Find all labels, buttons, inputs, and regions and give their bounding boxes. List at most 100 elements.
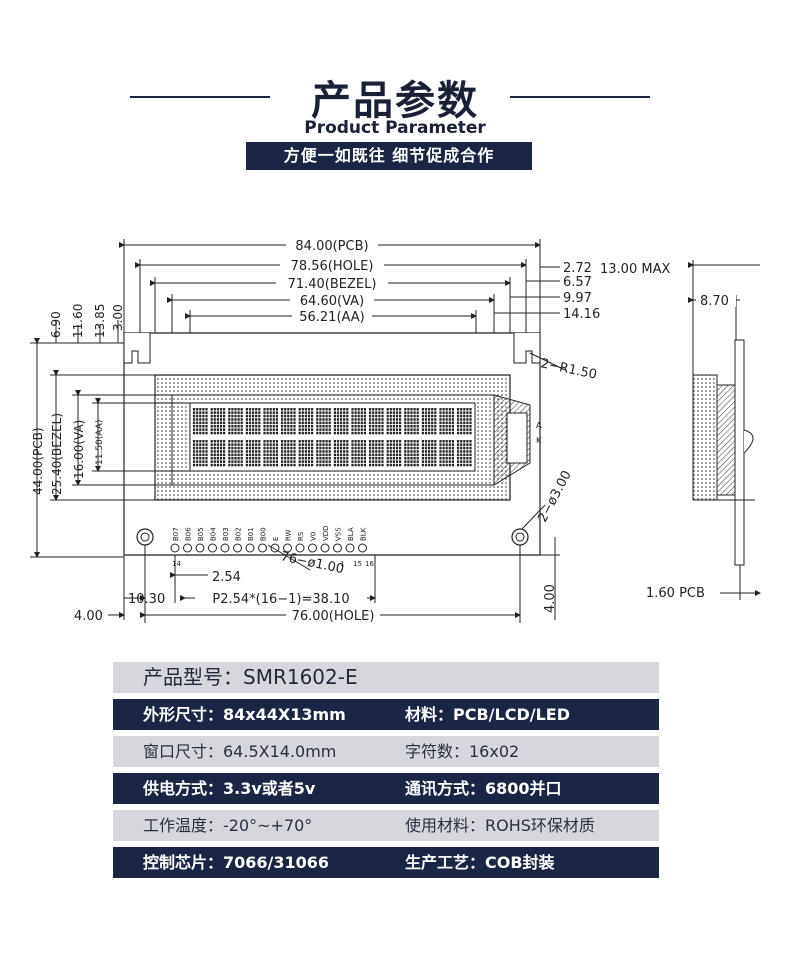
char-cell <box>316 440 331 467</box>
char-cell <box>457 440 472 467</box>
pin-label: B06 <box>185 527 193 541</box>
char-cell <box>333 408 349 435</box>
dim-bezel-width: 71.40(BEZEL) <box>288 277 377 292</box>
spec-left-cell: 供电方式：3.3v或者5v <box>143 779 316 798</box>
spec-row: 工作温度：-20°~+70°使用材料：ROHS环保材质 <box>113 810 659 841</box>
char-cell <box>439 440 454 467</box>
char-cell <box>193 408 208 435</box>
pin-label: E <box>272 537 280 541</box>
pin-pad <box>295 543 305 553</box>
char-cell <box>386 408 402 435</box>
char-cell <box>333 440 349 467</box>
callout-lines <box>267 352 566 571</box>
led-anode-label: A <box>536 421 542 430</box>
dim-pin-offset: 10.30 <box>128 592 165 607</box>
char-cell <box>210 408 226 435</box>
pin-pad <box>333 543 342 553</box>
model-row: 产品型号：SMR1602-E <box>113 662 659 693</box>
dim-hole-offset: 4.00 <box>74 609 103 624</box>
pin-pad <box>195 543 205 553</box>
char-cell <box>298 408 314 435</box>
dim-vert-4: 3.00 <box>111 304 125 331</box>
dim-right-4: 14.16 <box>563 307 600 322</box>
spec-right-cell: 通讯方式：6800并口 <box>405 779 562 798</box>
corner-radius-label: 2−R1.50 <box>539 356 598 383</box>
pin-label: B00 <box>260 527 268 541</box>
dim-right-1: 2.72 <box>563 261 592 276</box>
spec-right-cell: 材料：PCB/LCD/LED <box>405 705 570 724</box>
pin-pad <box>308 543 317 553</box>
pin-pad <box>233 543 242 553</box>
pin-pad <box>170 543 180 553</box>
pin-label: B01 <box>247 527 255 541</box>
dim-pin-span: P2.54*(16−1)=38.10 <box>212 592 349 607</box>
dim-bezel-height: 25.40(BEZEL) <box>50 413 64 495</box>
dim-vert-2: 11.60 <box>71 304 85 338</box>
char-cell <box>281 408 296 435</box>
char-cell <box>228 440 243 467</box>
pin-label: B03 <box>222 527 230 541</box>
pin-pad <box>320 543 330 553</box>
dim-hole-spacing: 76.00(HOLE) <box>292 609 375 624</box>
pin-pad <box>358 543 367 553</box>
spec-right-cell: 字符数：16x02 <box>405 742 520 761</box>
dim-vert-1: 6.90 <box>49 311 63 338</box>
dim-vert-3: 13.85 <box>93 304 107 338</box>
pin-number: 1 <box>340 560 344 568</box>
pin-pad <box>245 543 255 553</box>
spec-row: 供电方式：3.3v或者5v 通讯方式：6800并口 <box>113 773 659 804</box>
spec-left-cell: 外形尺寸：84x44X13mm <box>143 705 346 724</box>
pin-label: B04 <box>210 527 218 541</box>
char-cell <box>404 408 419 435</box>
led-cathode-label: K <box>536 436 542 445</box>
char-cell <box>369 408 384 435</box>
spec-left-cell: 控制芯片：7066/31066 <box>143 853 330 872</box>
left-dimension-labels: 6.90 11.60 13.85 3.00 44.00(PCB) 25.40(B… <box>31 304 125 495</box>
char-cell <box>193 440 208 467</box>
side-max-label: 13.00 MAX <box>600 262 670 277</box>
page-title: 产品参数 <box>311 78 479 124</box>
pin-pad <box>208 543 217 553</box>
pin-number: 14 <box>172 560 181 568</box>
dim-aa-width: 56.21(AA) <box>299 310 365 325</box>
pin-pad <box>258 543 267 553</box>
pin-label: B02 <box>235 527 243 541</box>
char-cell <box>263 408 278 435</box>
dim-right-3: 9.97 <box>563 291 592 306</box>
pin-number: 15 <box>353 560 362 568</box>
spec-row: 外形尺寸：84x44X13mm 材料：PCB/LCD/LED <box>113 699 659 730</box>
char-cell <box>298 440 314 467</box>
pin-label: VSS <box>335 527 343 541</box>
char-cell <box>457 408 472 435</box>
dim-pcb-height: 44.00(PCB) <box>31 427 45 495</box>
char-cell <box>228 408 243 435</box>
bottom-dimension-labels: 2.54 10.30 P2.54*(16−1)=38.10 4.00 76.00… <box>74 570 558 624</box>
pin-label: B07 <box>172 527 180 541</box>
char-cell <box>351 440 366 467</box>
pin-label: RW <box>285 529 293 541</box>
pin-pad <box>283 543 292 553</box>
spec-table: 产品型号：SMR1602-E 外形尺寸：84x44X13mm 材料：PCB/LCD… <box>113 662 659 884</box>
char-cell <box>281 440 296 467</box>
left-dimension-lines <box>30 320 190 558</box>
slogan-banner: 方便一如既往 细节促成合作 <box>246 142 532 170</box>
char-cell <box>245 408 261 435</box>
pin-label: RS <box>297 531 305 541</box>
dim-va-width: 64.60(VA) <box>300 294 364 309</box>
title-row: 产品参数 <box>0 68 790 128</box>
hole-diameter-label: 2−ø3.00 <box>535 468 575 525</box>
char-cell <box>210 440 226 467</box>
spec-left-cell: 工作温度：-20°~+70° <box>143 816 313 835</box>
char-cell <box>351 408 366 435</box>
pin-pad <box>345 543 355 553</box>
side-pcb-label: 1.60 PCB <box>646 586 705 601</box>
page-subtitle: Product Parameter <box>304 118 486 138</box>
pin-label: BLK <box>360 527 368 541</box>
pin-number: 16 <box>365 560 374 568</box>
dim-pcb-width: 84.00(PCB) <box>295 239 368 254</box>
dim-pin-pitch: 2.54 <box>212 570 241 585</box>
char-cell <box>369 440 384 467</box>
char-cell <box>404 440 419 467</box>
